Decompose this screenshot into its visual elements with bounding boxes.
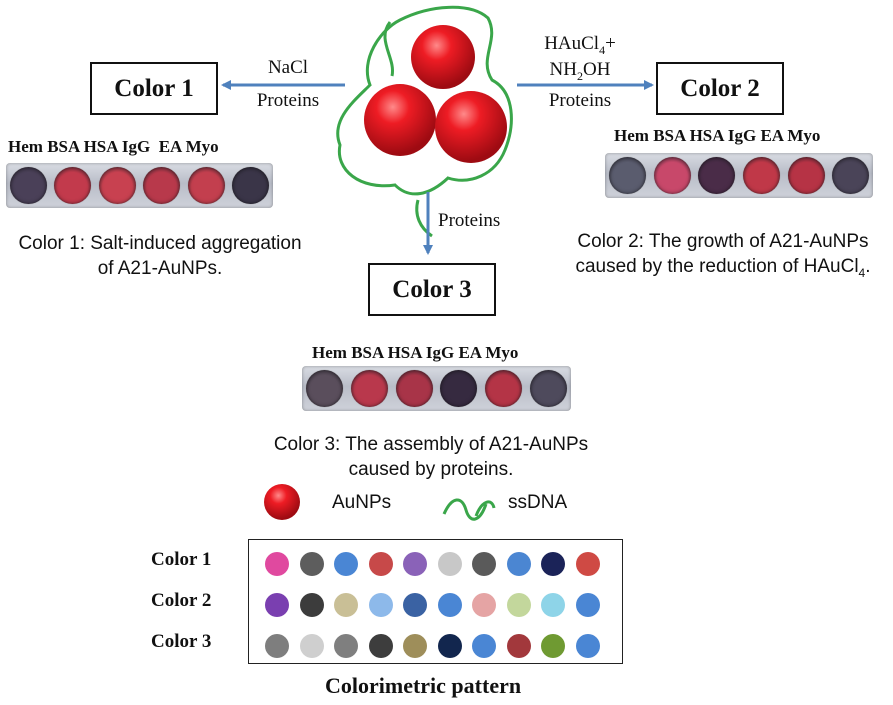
- pattern-dot: [541, 552, 565, 576]
- color3-box-label: Color 3: [392, 275, 472, 303]
- well-ea: [187, 167, 225, 204]
- pattern-dot: [368, 552, 393, 576]
- arrow-left-label-bottom: Proteins: [256, 90, 320, 111]
- arrow-left-label-top: NaCl: [267, 57, 309, 78]
- caption-color1-line1: Color 1: Salt-induced aggregation: [18, 233, 302, 254]
- well-myo: [232, 167, 270, 204]
- pattern-dot: [437, 552, 462, 576]
- well-bsa: [653, 157, 691, 194]
- color1-box: Color 1: [90, 62, 218, 115]
- well-myo: [832, 157, 870, 194]
- color3-box: Color 3: [368, 263, 496, 316]
- aunp-particle-right: [435, 91, 507, 163]
- aunp-particle-left: [364, 84, 436, 156]
- pattern-dot: [403, 552, 427, 576]
- pattern-dot: [368, 634, 393, 658]
- pattern-title: Colorimetric pattern: [325, 673, 522, 698]
- legend-ssdna-icon: [442, 498, 496, 521]
- pattern-row-label-color3: Color 3: [151, 631, 212, 652]
- well-hem: [9, 167, 47, 204]
- pattern-dot: [265, 593, 289, 617]
- pattern-dot: [575, 593, 600, 617]
- legend-aunp-icon: [264, 484, 300, 520]
- protein-header-color1: Hem BSA HSA IgG EA Myo: [8, 137, 219, 156]
- ssdna-strand-left: [383, 21, 395, 77]
- legend-aunps-label: AuNPs: [332, 492, 392, 513]
- pattern-dot: [506, 593, 531, 617]
- pattern-dot: [541, 634, 565, 658]
- caption-color2: Color 2: The growth of A21-AuNPs caused …: [563, 229, 883, 286]
- color1-box-label: Color 1: [114, 74, 194, 102]
- pattern-dot: [265, 552, 289, 576]
- arrow-down-label: Proteins: [438, 210, 501, 231]
- caption-color1: Color 1: Salt-induced aggregation of A21…: [0, 231, 320, 281]
- ssdna-strand: [336, 5, 513, 196]
- well-hsa: [698, 157, 736, 194]
- pattern-dot: [403, 593, 427, 617]
- pattern-dot: [437, 634, 462, 658]
- well-bsa: [350, 370, 388, 407]
- pattern-dot: [299, 593, 324, 617]
- well-igg: [440, 370, 478, 407]
- pattern-dot: [575, 634, 600, 658]
- caption-color3-line2: caused by proteins.: [348, 459, 514, 480]
- caption-color3-line1: Color 3: The assembly of A21-AuNPs: [273, 434, 589, 455]
- well-hem: [305, 370, 343, 407]
- color2-box: Color 2: [656, 62, 784, 115]
- pattern-dot: [437, 593, 462, 617]
- well-igg: [143, 167, 181, 204]
- well-ea: [787, 157, 825, 194]
- arrow-right-label-line3: Proteins: [548, 90, 612, 111]
- pattern-dot: [299, 552, 324, 576]
- arrow-right-label-line1: HAuCl4+: [544, 33, 616, 57]
- caption-color3: Color 3: The assembly of A21-AuNPs cause…: [266, 432, 596, 482]
- pattern-dot: [299, 634, 324, 658]
- pattern-dot: [541, 593, 565, 617]
- well-hem: [608, 157, 646, 194]
- color2-box-label: Color 2: [680, 74, 760, 102]
- pattern-dot: [403, 634, 427, 658]
- pattern-dot: [506, 634, 531, 658]
- pattern-dot: [472, 593, 496, 617]
- pattern-dot: [368, 593, 393, 617]
- protein-header-color3: Hem BSA HSA IgG EA Myo: [312, 343, 519, 362]
- well-igg: [742, 157, 780, 194]
- pattern-row-label-color2: Color 2: [151, 590, 212, 611]
- pattern-dot: [334, 593, 358, 617]
- pattern-dot: [334, 634, 358, 658]
- well-bsa: [54, 167, 92, 204]
- well-hsa: [98, 167, 136, 204]
- pattern-dot: [334, 552, 358, 576]
- well-strip-color2: [605, 153, 873, 198]
- caption-color2-line1: Color 2: The growth of A21-AuNPs: [577, 231, 869, 252]
- pattern-dot: [506, 552, 531, 576]
- ssdna-strand-tail: [415, 199, 433, 238]
- pattern-row-label-color1: Color 1: [151, 549, 212, 570]
- well-hsa: [395, 370, 433, 407]
- caption-color2-line2: caused by the reduction of HAuCl4.: [575, 256, 871, 280]
- pattern-dot: [472, 552, 496, 576]
- colorimetric-pattern-grid: [248, 539, 623, 664]
- well-myo: [530, 370, 568, 407]
- pattern-dot: [265, 634, 289, 658]
- pattern-dot: [472, 634, 496, 658]
- arrow-right-label-line2: NH2OH: [549, 59, 611, 83]
- well-strip-color1: [6, 163, 273, 208]
- caption-color1-line2: of A21-AuNPs.: [97, 258, 223, 279]
- legend-ssdna-label: ssDNA: [508, 492, 568, 513]
- well-ea: [485, 370, 523, 407]
- pattern-dot: [575, 552, 600, 576]
- protein-header-color2: Hem BSA HSA IgG EA Myo: [614, 126, 821, 145]
- aunp-particle-top: [411, 25, 475, 89]
- well-strip-color3: [302, 366, 571, 411]
